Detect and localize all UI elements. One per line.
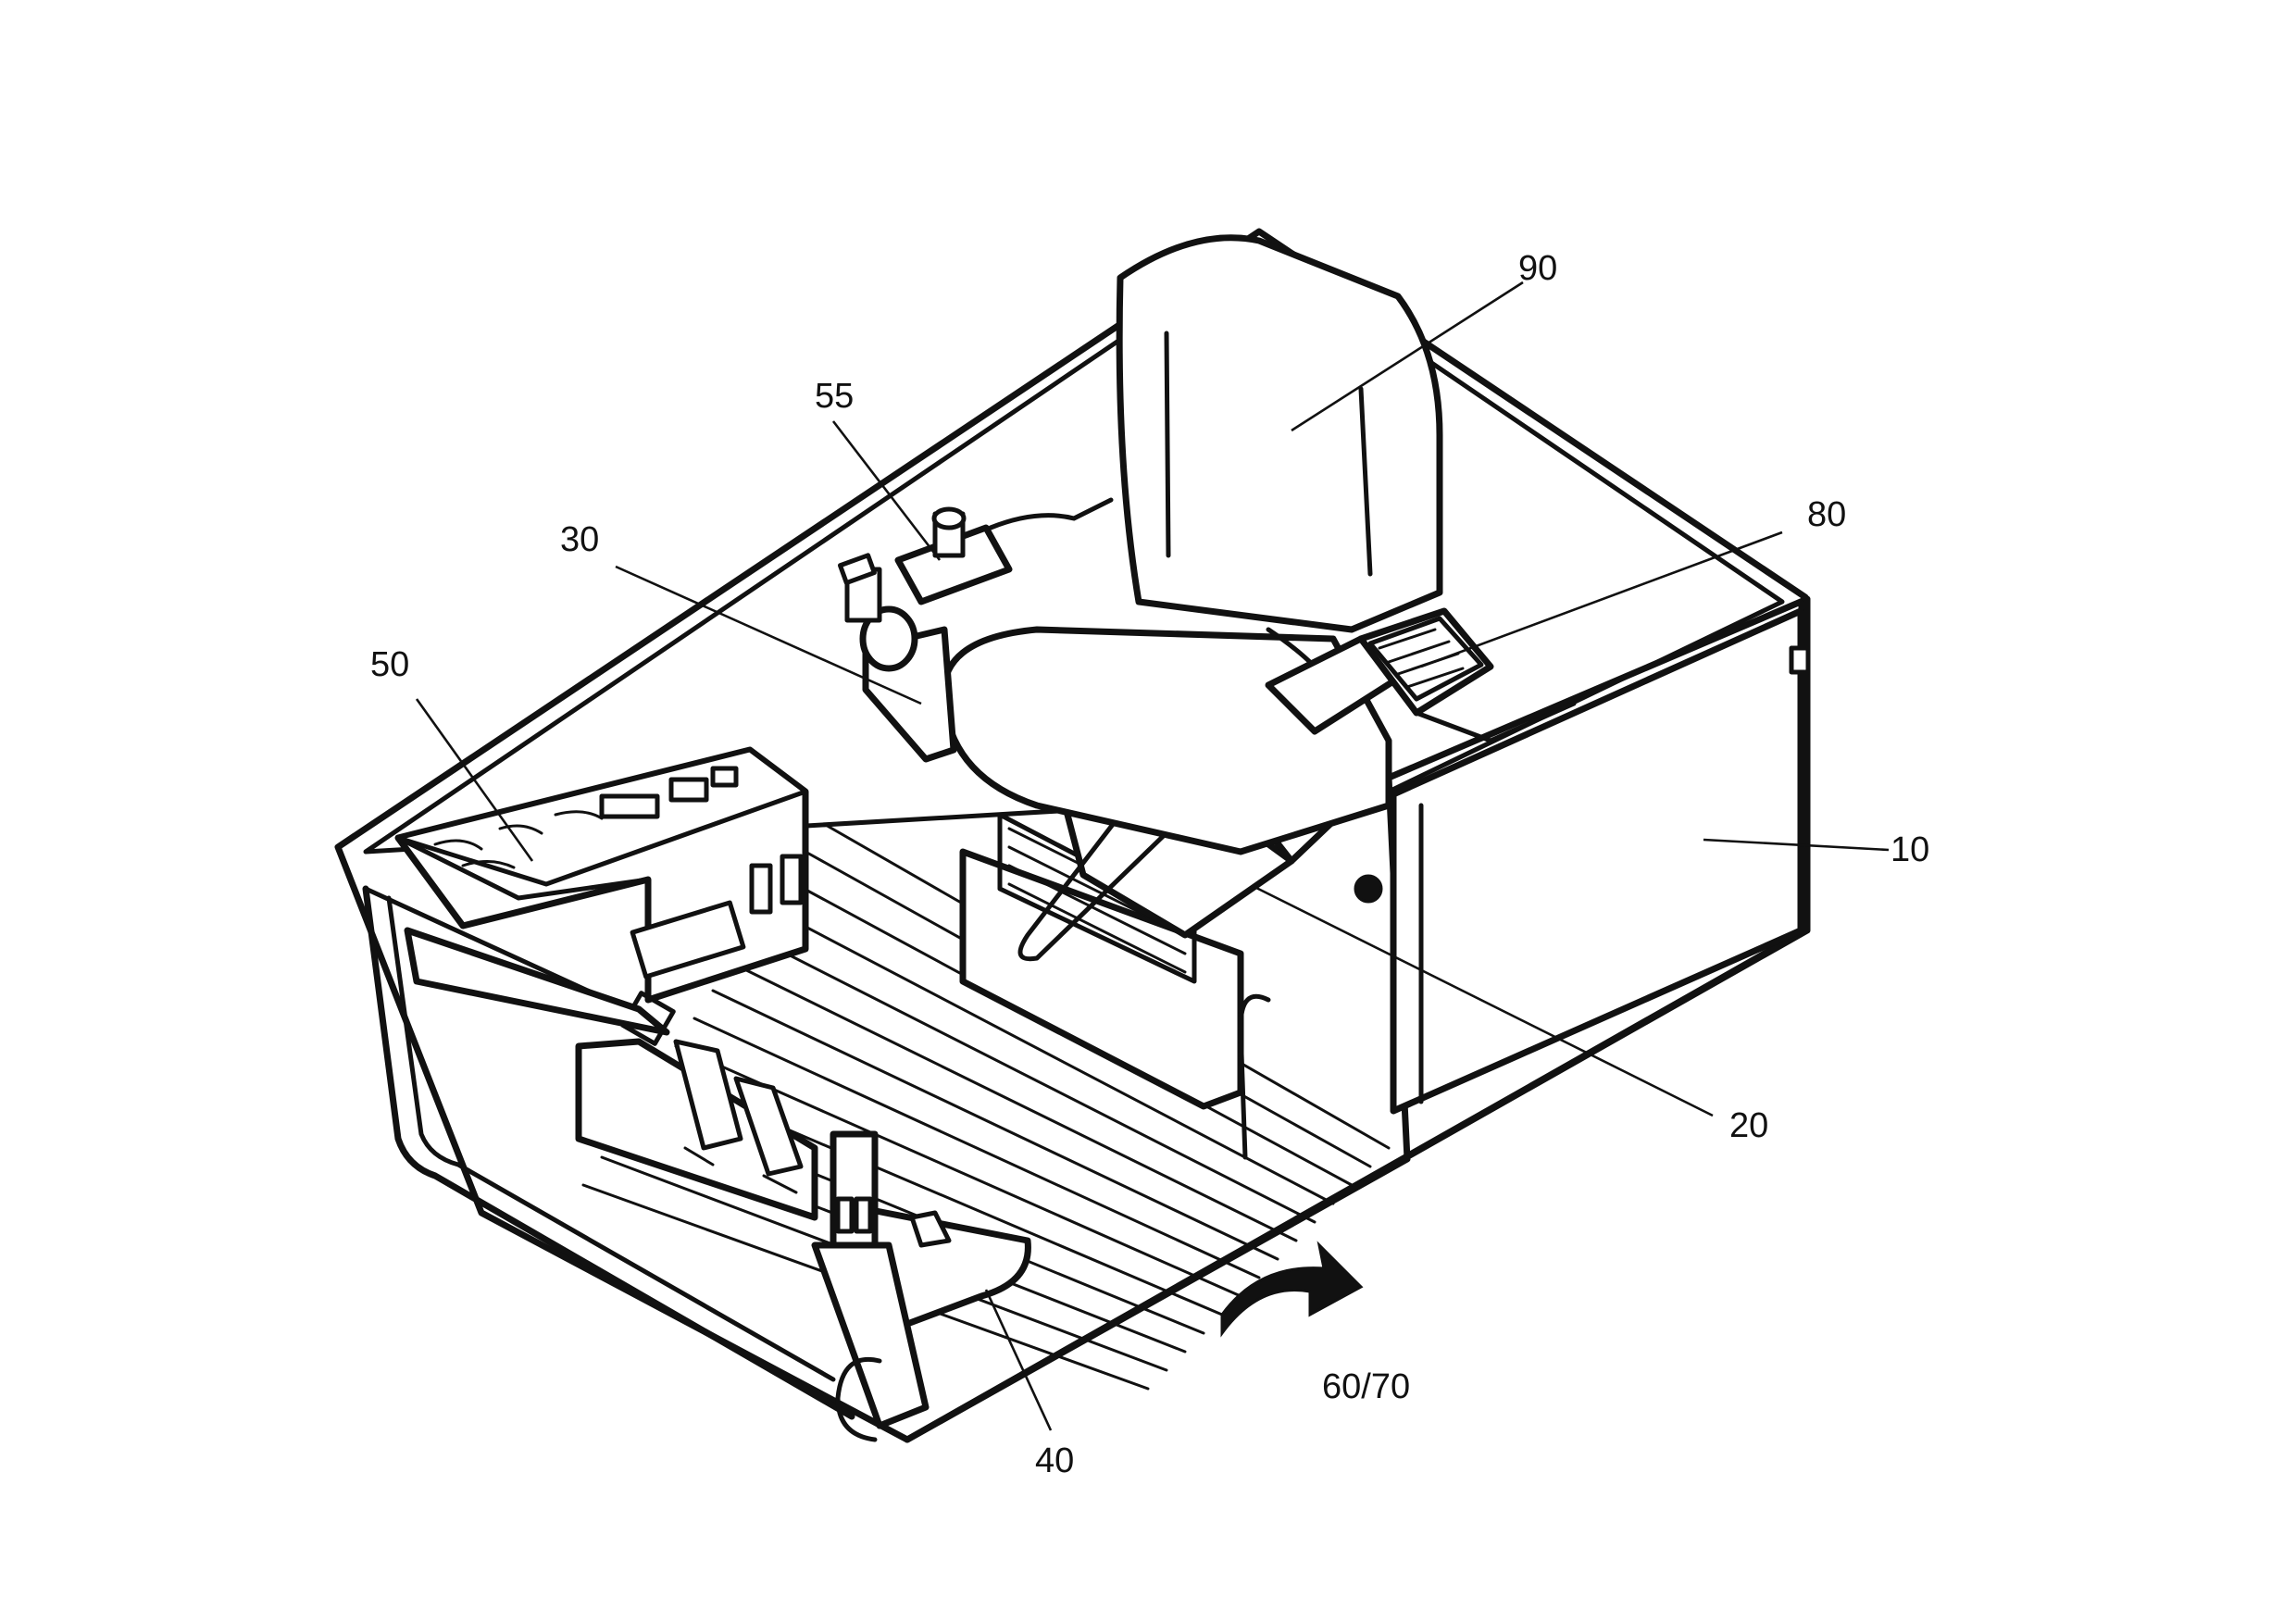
cab-enclosure [334,228,1811,1443]
front-control [894,497,1114,605]
label-front-console: 50 [370,645,409,684]
seat [940,234,1443,855]
label-right-console: 20 [1729,1106,1768,1145]
label-arrow: 60/70 [1322,1367,1410,1406]
leader-lines [415,281,1890,1431]
label-right-box: 80 [1807,495,1846,534]
left-console [837,553,957,763]
label-left-console: 30 [560,520,599,559]
pedal-assembly [575,1038,818,1221]
label-seat: 90 [1518,249,1557,288]
arrow-marker [1220,1241,1364,1338]
label-front-control: 55 [815,377,854,416]
label-cab: 10 [1890,830,1929,869]
reference-labels: 10 20 30 40 50 55 60/70 80 90 [370,249,1929,1480]
label-pedal: 40 [1035,1441,1074,1480]
right-box [1265,607,1577,743]
front-lever [811,1130,930,1442]
front-console [394,746,809,1036]
